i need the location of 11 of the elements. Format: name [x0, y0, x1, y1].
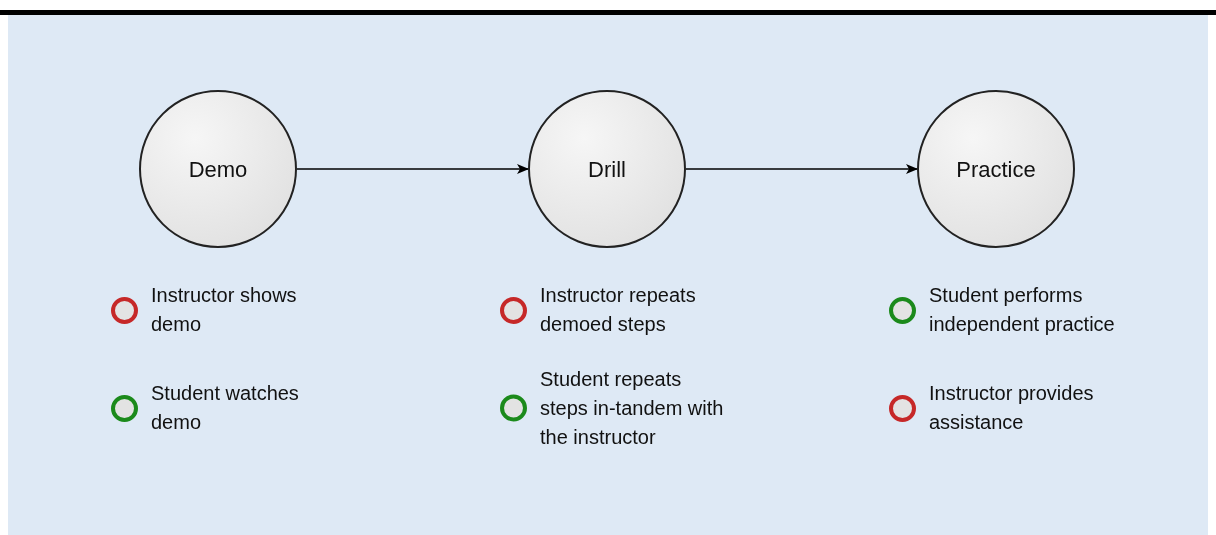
arrow	[685, 164, 918, 174]
bullet-text: Instructor repeats demoed steps	[540, 283, 697, 337]
stage-label: Demo	[188, 155, 248, 184]
bullet-text: Student repeats steps in-tandem with the instructor	[540, 366, 725, 450]
bullet-text: Student watches demo	[151, 381, 300, 435]
bullet-text: Student performs independent practice	[929, 283, 1116, 337]
bullet-text: Instructor shows demo	[151, 283, 298, 337]
bullet-text: Instructor provides assistance	[929, 381, 1095, 435]
stage-label: Practice	[956, 155, 1036, 184]
stage-label: Drill	[588, 155, 626, 184]
arrow	[296, 164, 529, 174]
